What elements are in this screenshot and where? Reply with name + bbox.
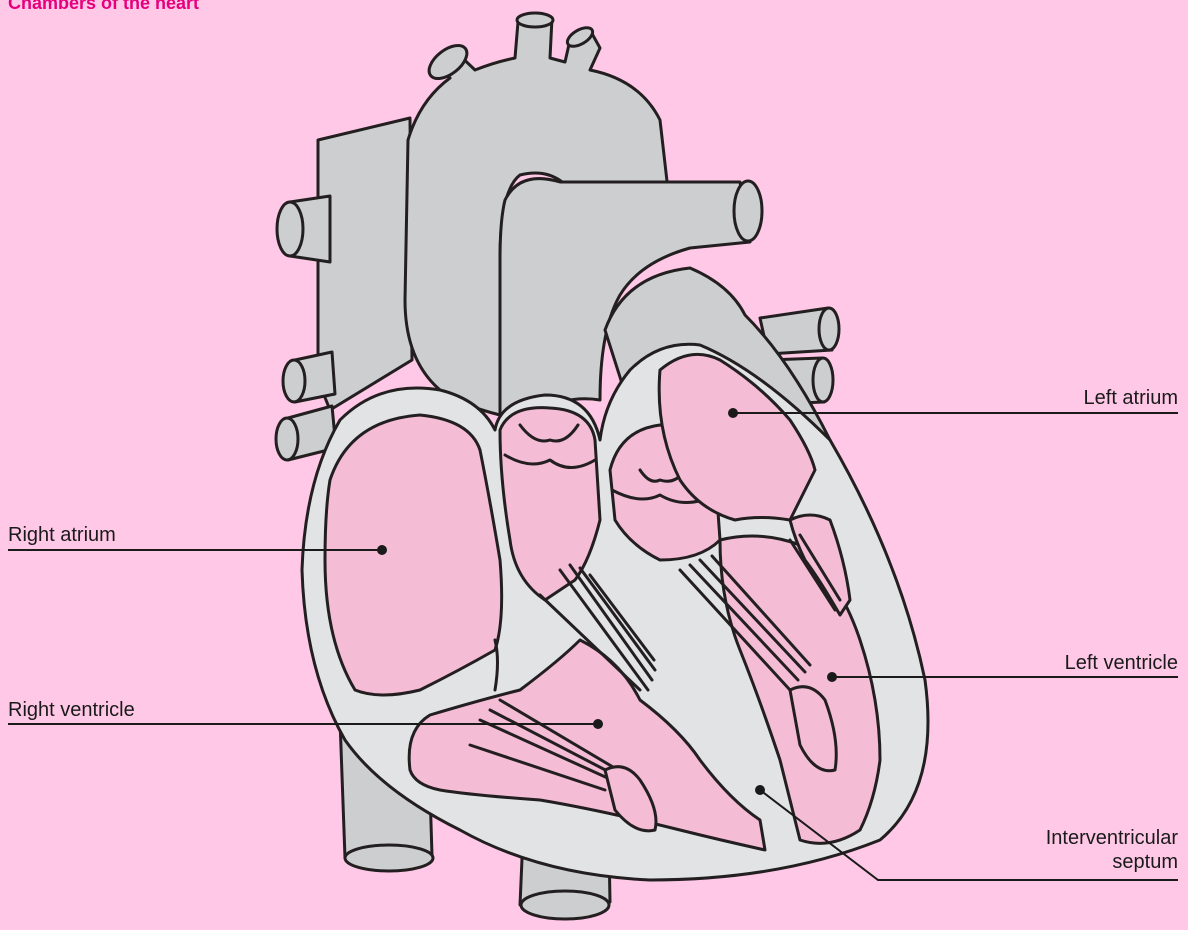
vein-opening: [283, 360, 305, 402]
label-septum-line2: septum: [978, 850, 1178, 874]
vein-opening: [277, 202, 303, 256]
leader-dot: [594, 720, 602, 728]
leader-dot: [729, 409, 737, 417]
label-interventricular-septum: Interventricular septum: [978, 826, 1178, 874]
inferior-vena-cava-opening: [345, 845, 433, 871]
right-atrium-chamber: [325, 415, 502, 695]
label-right-atrium: Right atrium: [8, 523, 116, 547]
leader-dot: [828, 673, 836, 681]
carotid-opening: [517, 13, 553, 27]
vein-opening: [813, 358, 833, 402]
vein-opening: [276, 418, 298, 460]
label-right-ventricle: Right ventricle: [8, 698, 135, 722]
vein-opening: [819, 308, 839, 350]
label-septum-line1: Interventricular: [978, 826, 1178, 850]
descending-aorta-opening: [521, 891, 609, 919]
label-left-ventricle: Left ventricle: [1065, 651, 1178, 675]
label-left-atrium: Left atrium: [1084, 386, 1178, 410]
leader-dot: [756, 786, 764, 794]
leader-dot: [378, 546, 386, 554]
pulmonary-artery-opening: [734, 181, 762, 241]
